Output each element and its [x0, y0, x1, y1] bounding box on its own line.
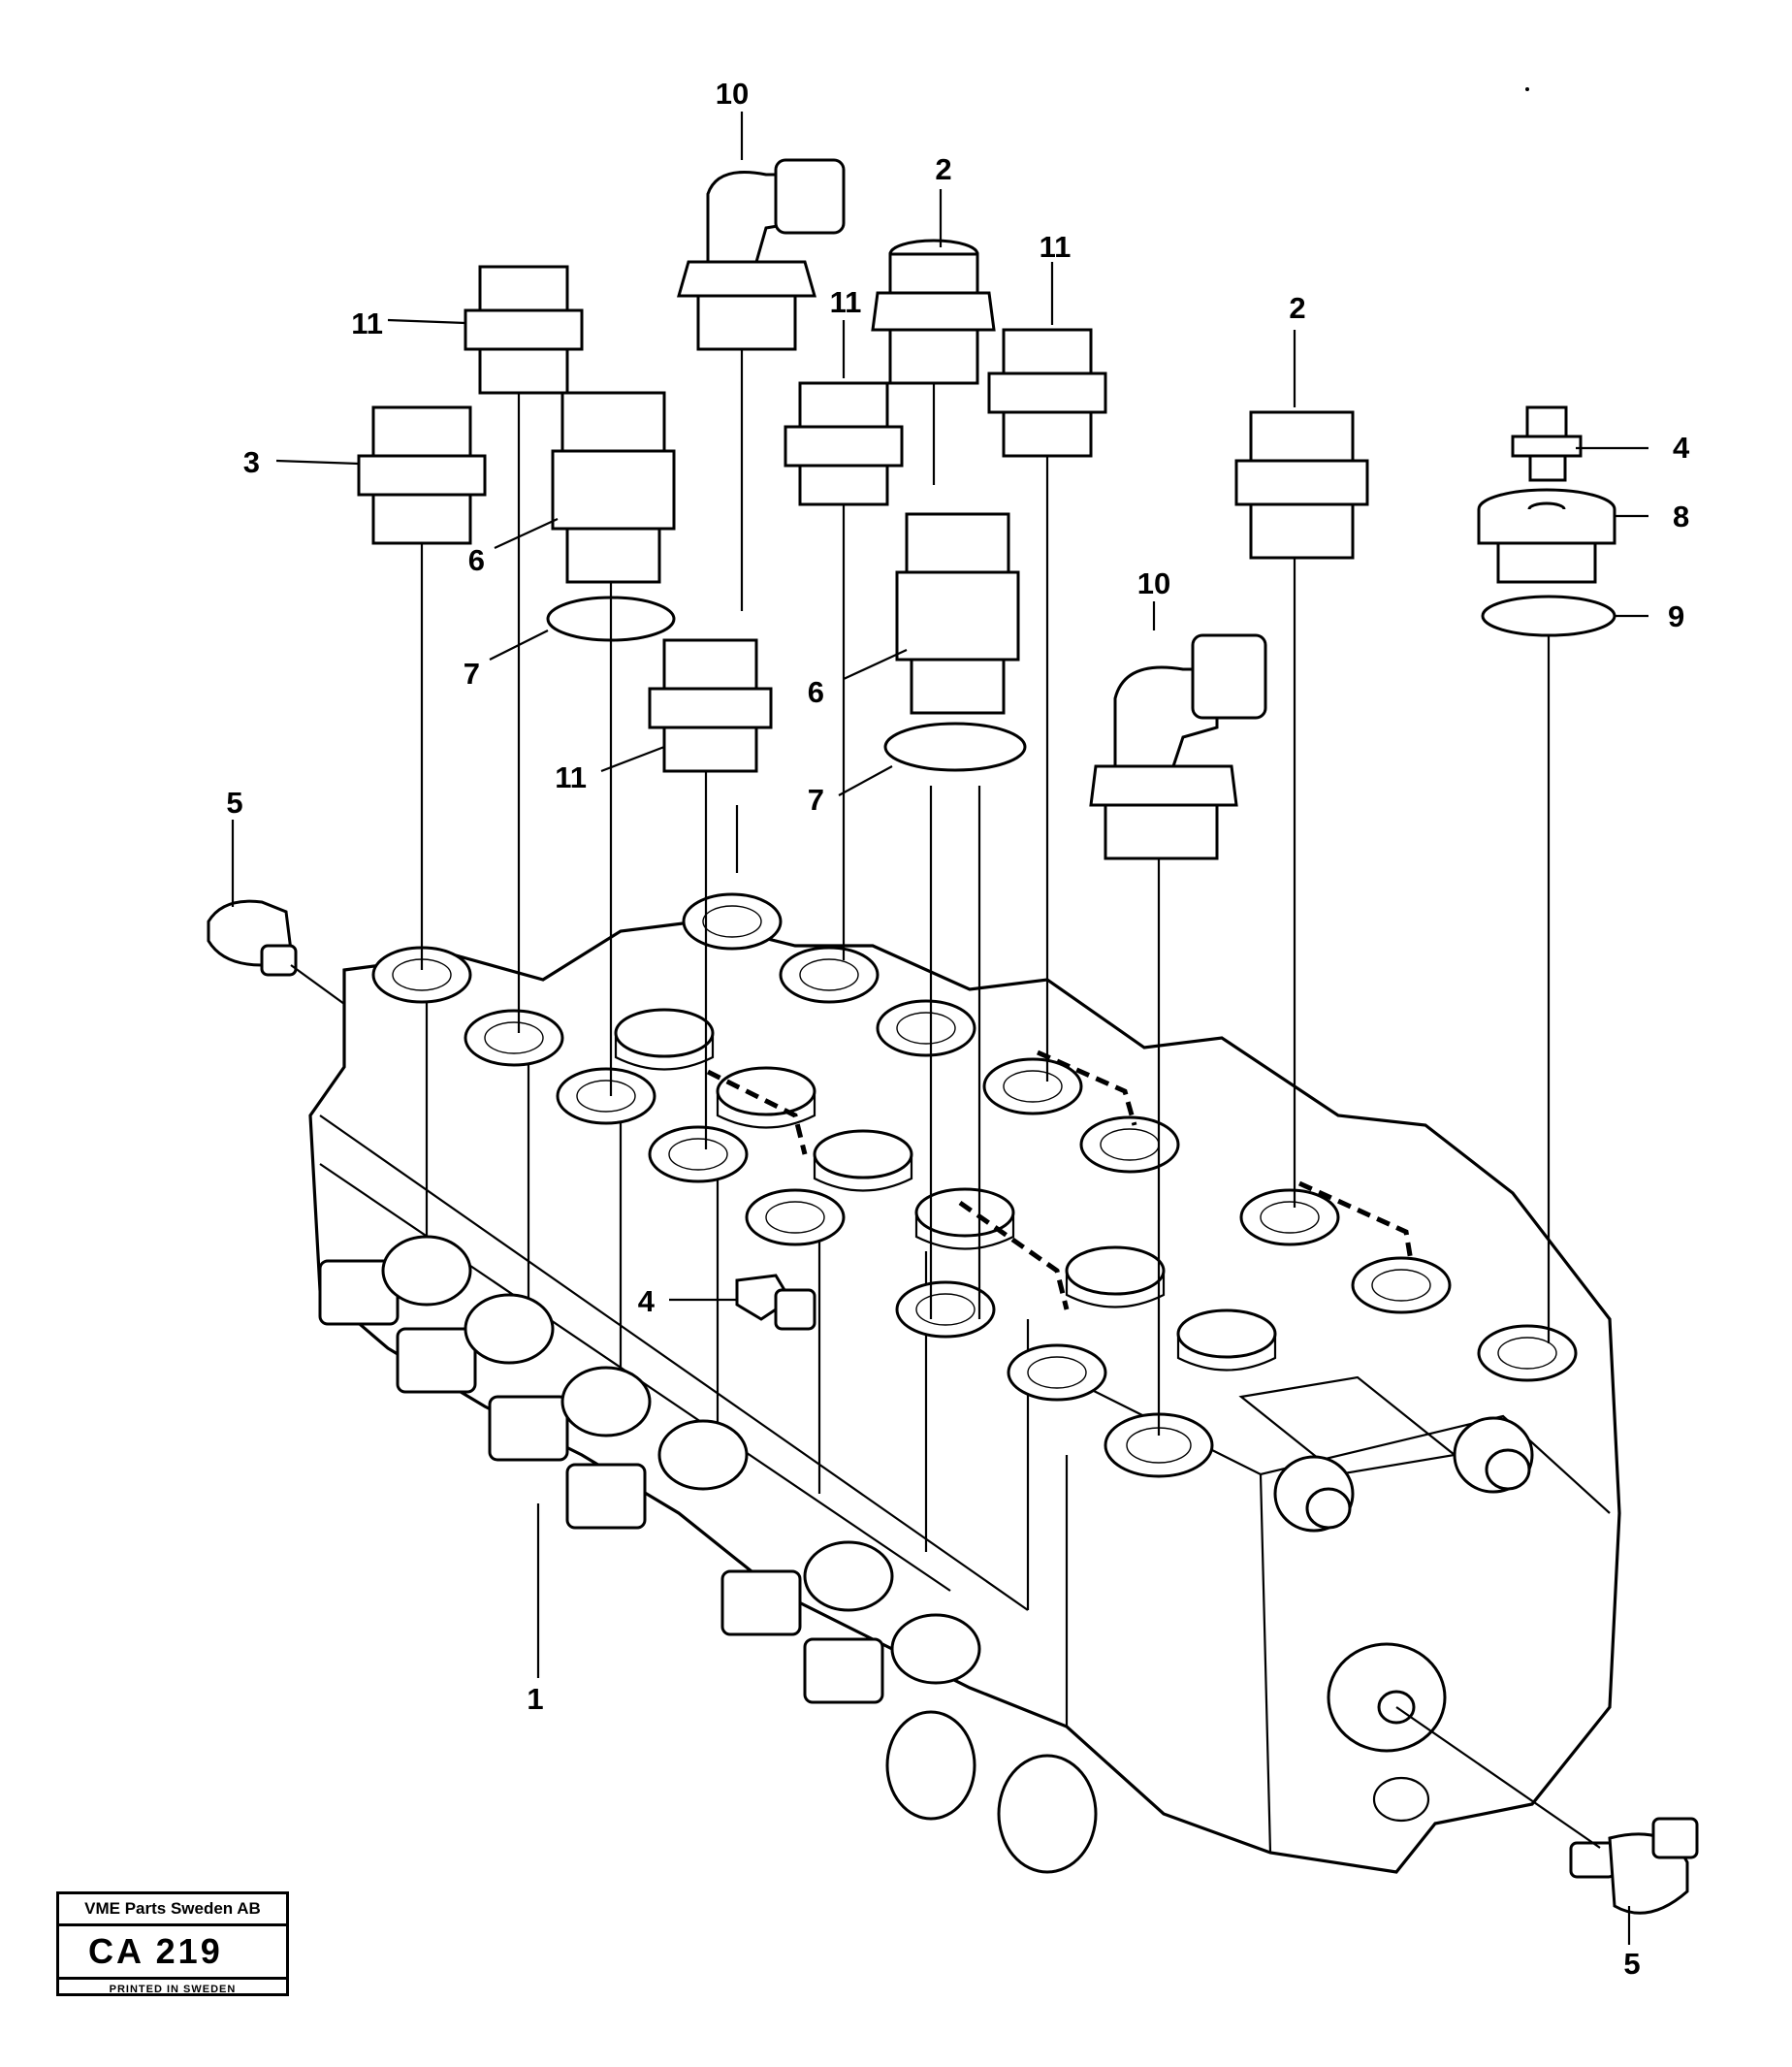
adapter-fitting-6-upper: [551, 391, 676, 584]
callout-11-center: 11: [830, 285, 862, 319]
union-fitting-11-a: [464, 265, 584, 395]
reducer-8: [1477, 488, 1616, 584]
callout-7-upper: 7: [464, 657, 480, 691]
union-fitting-3: [357, 405, 487, 545]
callout-2-lower: 2: [1289, 291, 1305, 325]
stamp-drawing-code: CA 219: [59, 1926, 286, 1980]
title-stamp: VME Parts Sweden AB CA 219 PRINTED IN SW…: [56, 1891, 289, 1996]
callout-4-lower: 4: [638, 1284, 656, 1318]
callout-2-upper: 2: [935, 152, 951, 186]
elbow-fitting-10-upper: [677, 158, 846, 351]
callout-4-upper: 4: [1673, 431, 1690, 465]
callout-5-lower: 5: [1623, 1947, 1640, 1981]
union-fitting-11-b: [784, 381, 904, 506]
control-valve-block: [308, 892, 1621, 1874]
elbow-fitting-5-upper: [207, 899, 298, 977]
leader-lines: [231, 112, 1648, 1945]
union-fitting-2-upper: [871, 239, 996, 385]
callout-6-lower: 6: [808, 675, 824, 709]
elbow-fitting-10-lower: [1089, 633, 1267, 860]
callout-5-upper: 5: [226, 786, 242, 820]
callout-8: 8: [1673, 500, 1689, 533]
union-fitting-11-d: [648, 638, 773, 773]
nipple-4-upper: [1511, 405, 1583, 482]
callout-9: 9: [1668, 599, 1684, 633]
fittings: [207, 158, 1699, 1915]
stray-dot: [1525, 87, 1529, 91]
callout-11-left: 11: [351, 307, 383, 340]
callout-11-right: 11: [1040, 230, 1072, 264]
top-plugs: [614, 1008, 1277, 1372]
callout-6-upper: 6: [468, 543, 485, 577]
washer-9: [1481, 595, 1616, 637]
spool-ends: [318, 1235, 1098, 1874]
callout-3: 3: [243, 445, 260, 479]
callout-1: 1: [527, 1682, 543, 1716]
washer-7-lower: [883, 722, 1027, 772]
callout-11-lower: 11: [555, 760, 587, 794]
callout-7-lower: 7: [808, 783, 824, 817]
valve-ports: [371, 892, 1578, 1478]
callout-labels: 10 2 11 11 11 3 6 7 11 6 7 10 2 4 8 9 5 …: [226, 77, 1690, 1981]
elbow-fitting-5-lower: [1569, 1817, 1699, 1915]
stamp-company: VME Parts Sweden AB: [59, 1894, 286, 1926]
callout-10-lower: 10: [1137, 566, 1170, 600]
callout-10-upper: 10: [716, 77, 749, 111]
relief-valve-nuts: [1273, 1416, 1534, 1823]
stamp-printed-in: PRINTED IN SWEDEN: [109, 1984, 237, 1995]
union-fitting-2-lower: [1234, 410, 1369, 560]
union-fitting-11-c: [987, 328, 1107, 458]
adapter-fitting-6-lower: [895, 512, 1020, 715]
